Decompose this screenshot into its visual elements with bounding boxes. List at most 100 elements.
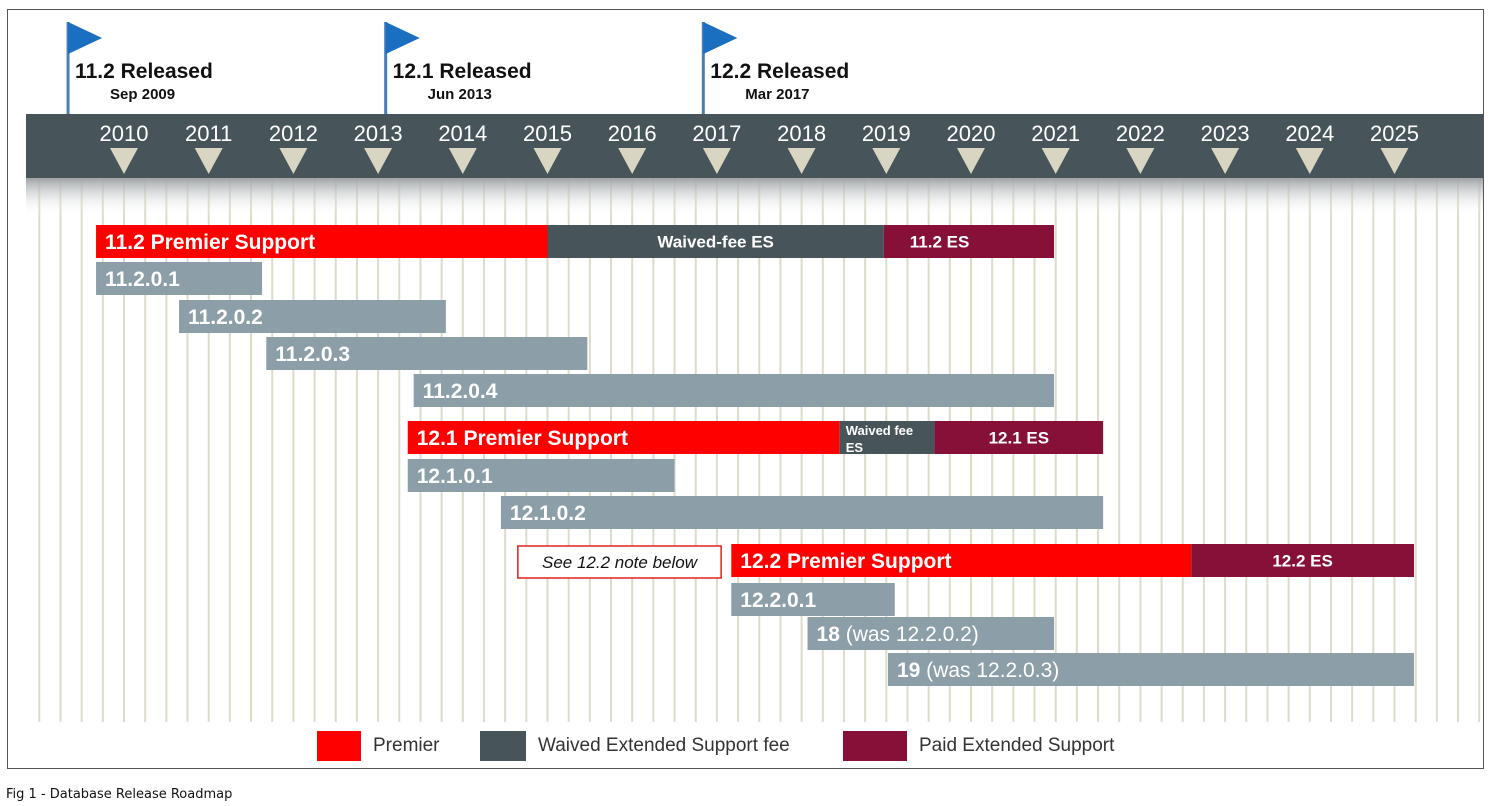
year-label: 2015 [523,121,572,146]
bar-11-2-0-3-rect [266,337,588,370]
year-marker-icon [194,148,223,174]
flag-icon [703,22,738,54]
bar-18: 18 (was 12.2.0.2) [807,617,1055,650]
legend-label: Premier [373,735,440,756]
bar-12-1-0-2-label: 12.1.0.2 [510,502,586,525]
year-marker-icon [1295,148,1324,174]
bar-19-rect [887,653,1414,686]
bar-11-2-es: 11.2 ES [883,225,1055,258]
year-label: 2012 [269,121,318,146]
bar-11-2-0-2-rect [179,300,446,333]
year-label: 2017 [692,121,741,146]
bar-11-2-premier-rect [96,225,548,258]
bar-12-2-es: 12.2 ES [1191,544,1414,577]
bar-11-2-0-3-label: 11.2.0.3 [275,343,350,366]
note-text: See 12.2 note below [542,553,699,572]
bar-12-1-premier-label: 12.1 Premier Support [417,427,628,450]
release-title: 12.2 Released [710,60,849,83]
year-label: 2021 [1031,121,1080,146]
release-date: Jun 2013 [428,86,492,103]
bar-11-2-premier-label: 11.2 Premier Support [105,231,315,254]
flag-icon [385,22,420,54]
year-marker-icon [702,148,731,174]
year-marker-icon [957,148,985,174]
note-rect [517,545,722,579]
bar-11-2-0-4-label: 11.2.0.4 [423,380,498,403]
year-label: 2018 [777,121,826,146]
year-marker-icon [279,148,308,174]
bar-12-2-premier: 12.2 Premier Support [731,544,1192,577]
bar-12-1-premier: 12.1 Premier Support [407,421,840,454]
year-label: 2013 [354,121,403,146]
legend-swatch [480,731,526,761]
year-label: 2025 [1370,121,1419,146]
year-label: 2011 [185,121,232,146]
bar-12-1-0-2-rect [500,496,1104,529]
bar-11-2-0-1-label: 11.2.0.1 [105,268,180,291]
year-marker-icon [787,148,816,174]
bar-12-2-0-1: 12.2.0.1 [731,583,895,616]
year-label: 2020 [947,121,996,146]
release-title: 12.1 Released [393,60,532,83]
year-label: 2014 [438,121,487,146]
bar-12-1-0-2: 12.1.0.2 [500,496,1104,529]
year-marker-icon [1211,148,1240,174]
bar-12-1-es-label: 12.1 ES [989,429,1050,448]
note-box: See 12.2 note below [517,545,722,579]
bar-12-1-0-1: 12.1.0.1 [407,459,675,492]
support-bars: 11.2 Premier Support Waived-fee ES 11.2 ES… [96,225,1414,686]
bar-12-2-0-1-rect [731,583,895,616]
year-label: 2022 [1116,121,1165,146]
bar-12-1-waived-rect [839,421,935,454]
bar-11-2-waived-label: Waived-fee ES [657,233,774,252]
year-marker-icon [448,148,477,174]
year-band [26,114,1483,178]
legend-swatch [843,731,907,761]
year-marker-icon [110,148,138,174]
year-marker-icon [872,148,901,174]
release-date: Sep 2009 [110,86,175,103]
bar-19-label: 19 (was 12.2.0.3) [897,659,1059,682]
bar-18-label: 18 (was 12.2.0.2) [817,623,979,646]
bar-11-2-0-4: 11.2.0.4 [413,374,1055,407]
bar-11-2-0-2: 11.2.0.2 [179,300,446,333]
year-marker-icon [364,148,393,174]
year-label: 2024 [1285,121,1334,146]
bar-11-2-0-1: 11.2.0.1 [96,262,263,295]
year-marker-icon [1126,148,1155,174]
legend-label: Paid Extended Support [919,735,1115,756]
bar-12-2-0-1-label: 12.2.0.1 [740,589,816,612]
bar-12-1-0-1-label: 12.1.0.1 [417,465,493,488]
legend-swatch [317,731,361,761]
bar-19: 19 (was 12.2.0.3) [887,653,1414,686]
release-date: Mar 2017 [745,86,809,103]
year-marker-icon [618,148,647,174]
bar-12-1-0-1-rect [407,459,675,492]
bar-12-2-es-label: 12.2 ES [1272,552,1333,571]
bar-11-2-0-2-label: 11.2.0.2 [188,306,263,329]
bar-12-2-premier-label: 12.2 Premier Support [740,550,951,573]
year-label: 2019 [862,121,911,146]
bar-12-2-es-rect [1191,544,1414,577]
year-marker-icon [1380,148,1409,174]
bar-12-1-es-rect [934,421,1104,454]
bar-11-2-es-label: 11.2 ES [910,233,970,252]
bar-11-2-es-rect [883,225,1055,258]
bar-12-2-premier-rect [731,544,1192,577]
bar-11-2-waived: Waived-fee ES [547,225,884,258]
header-shade [26,178,1483,216]
bar-11-2-0-4-rect [413,374,1055,407]
release-title: 11.2 Released [75,60,213,83]
figure-caption: Fig 1 - Database Release Roadmap [6,787,233,802]
bar-12-1-premier-rect [407,421,840,454]
bar-12-1-es: 12.1 ES [934,421,1104,454]
legend-label: Waived Extended Support fee [538,735,790,756]
bar-11-2-0-1-rect [96,262,263,295]
bar-18-rect [807,617,1055,650]
